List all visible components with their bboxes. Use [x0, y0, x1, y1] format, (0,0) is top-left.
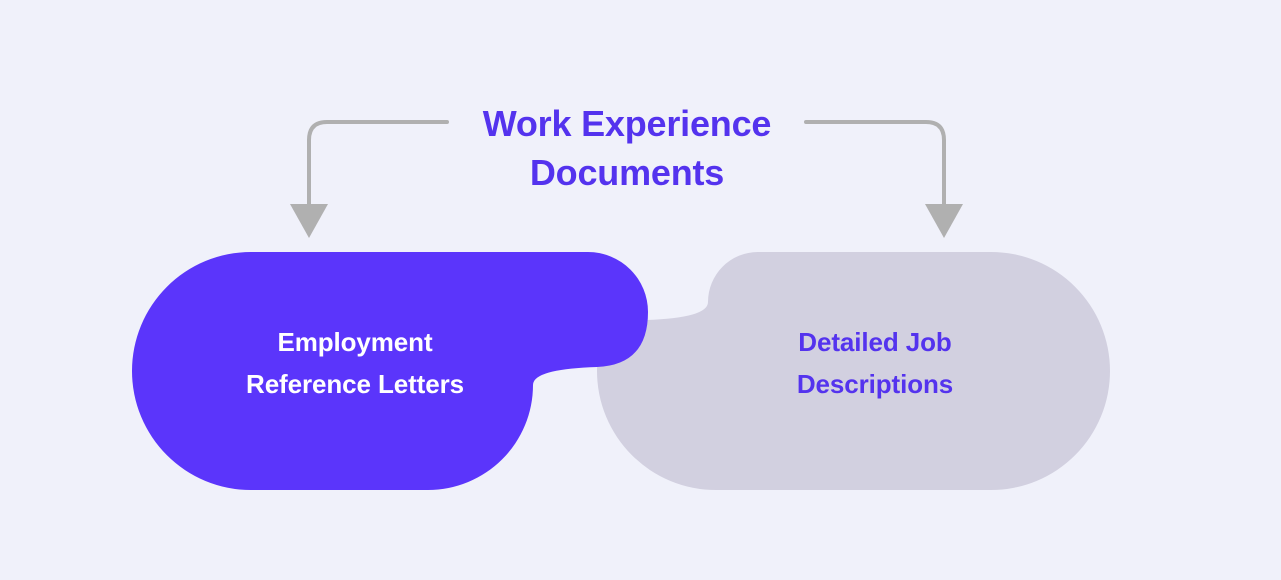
connector-left-arrowhead [290, 204, 328, 238]
connector-right-arrowhead [925, 204, 963, 238]
connector-right-line [804, 120, 946, 210]
node-shape-left[interactable] [132, 252, 648, 490]
node-shape-right[interactable] [597, 252, 1110, 490]
connector-left-line [307, 120, 449, 210]
connector-right [804, 120, 963, 238]
connector-left [290, 120, 449, 238]
